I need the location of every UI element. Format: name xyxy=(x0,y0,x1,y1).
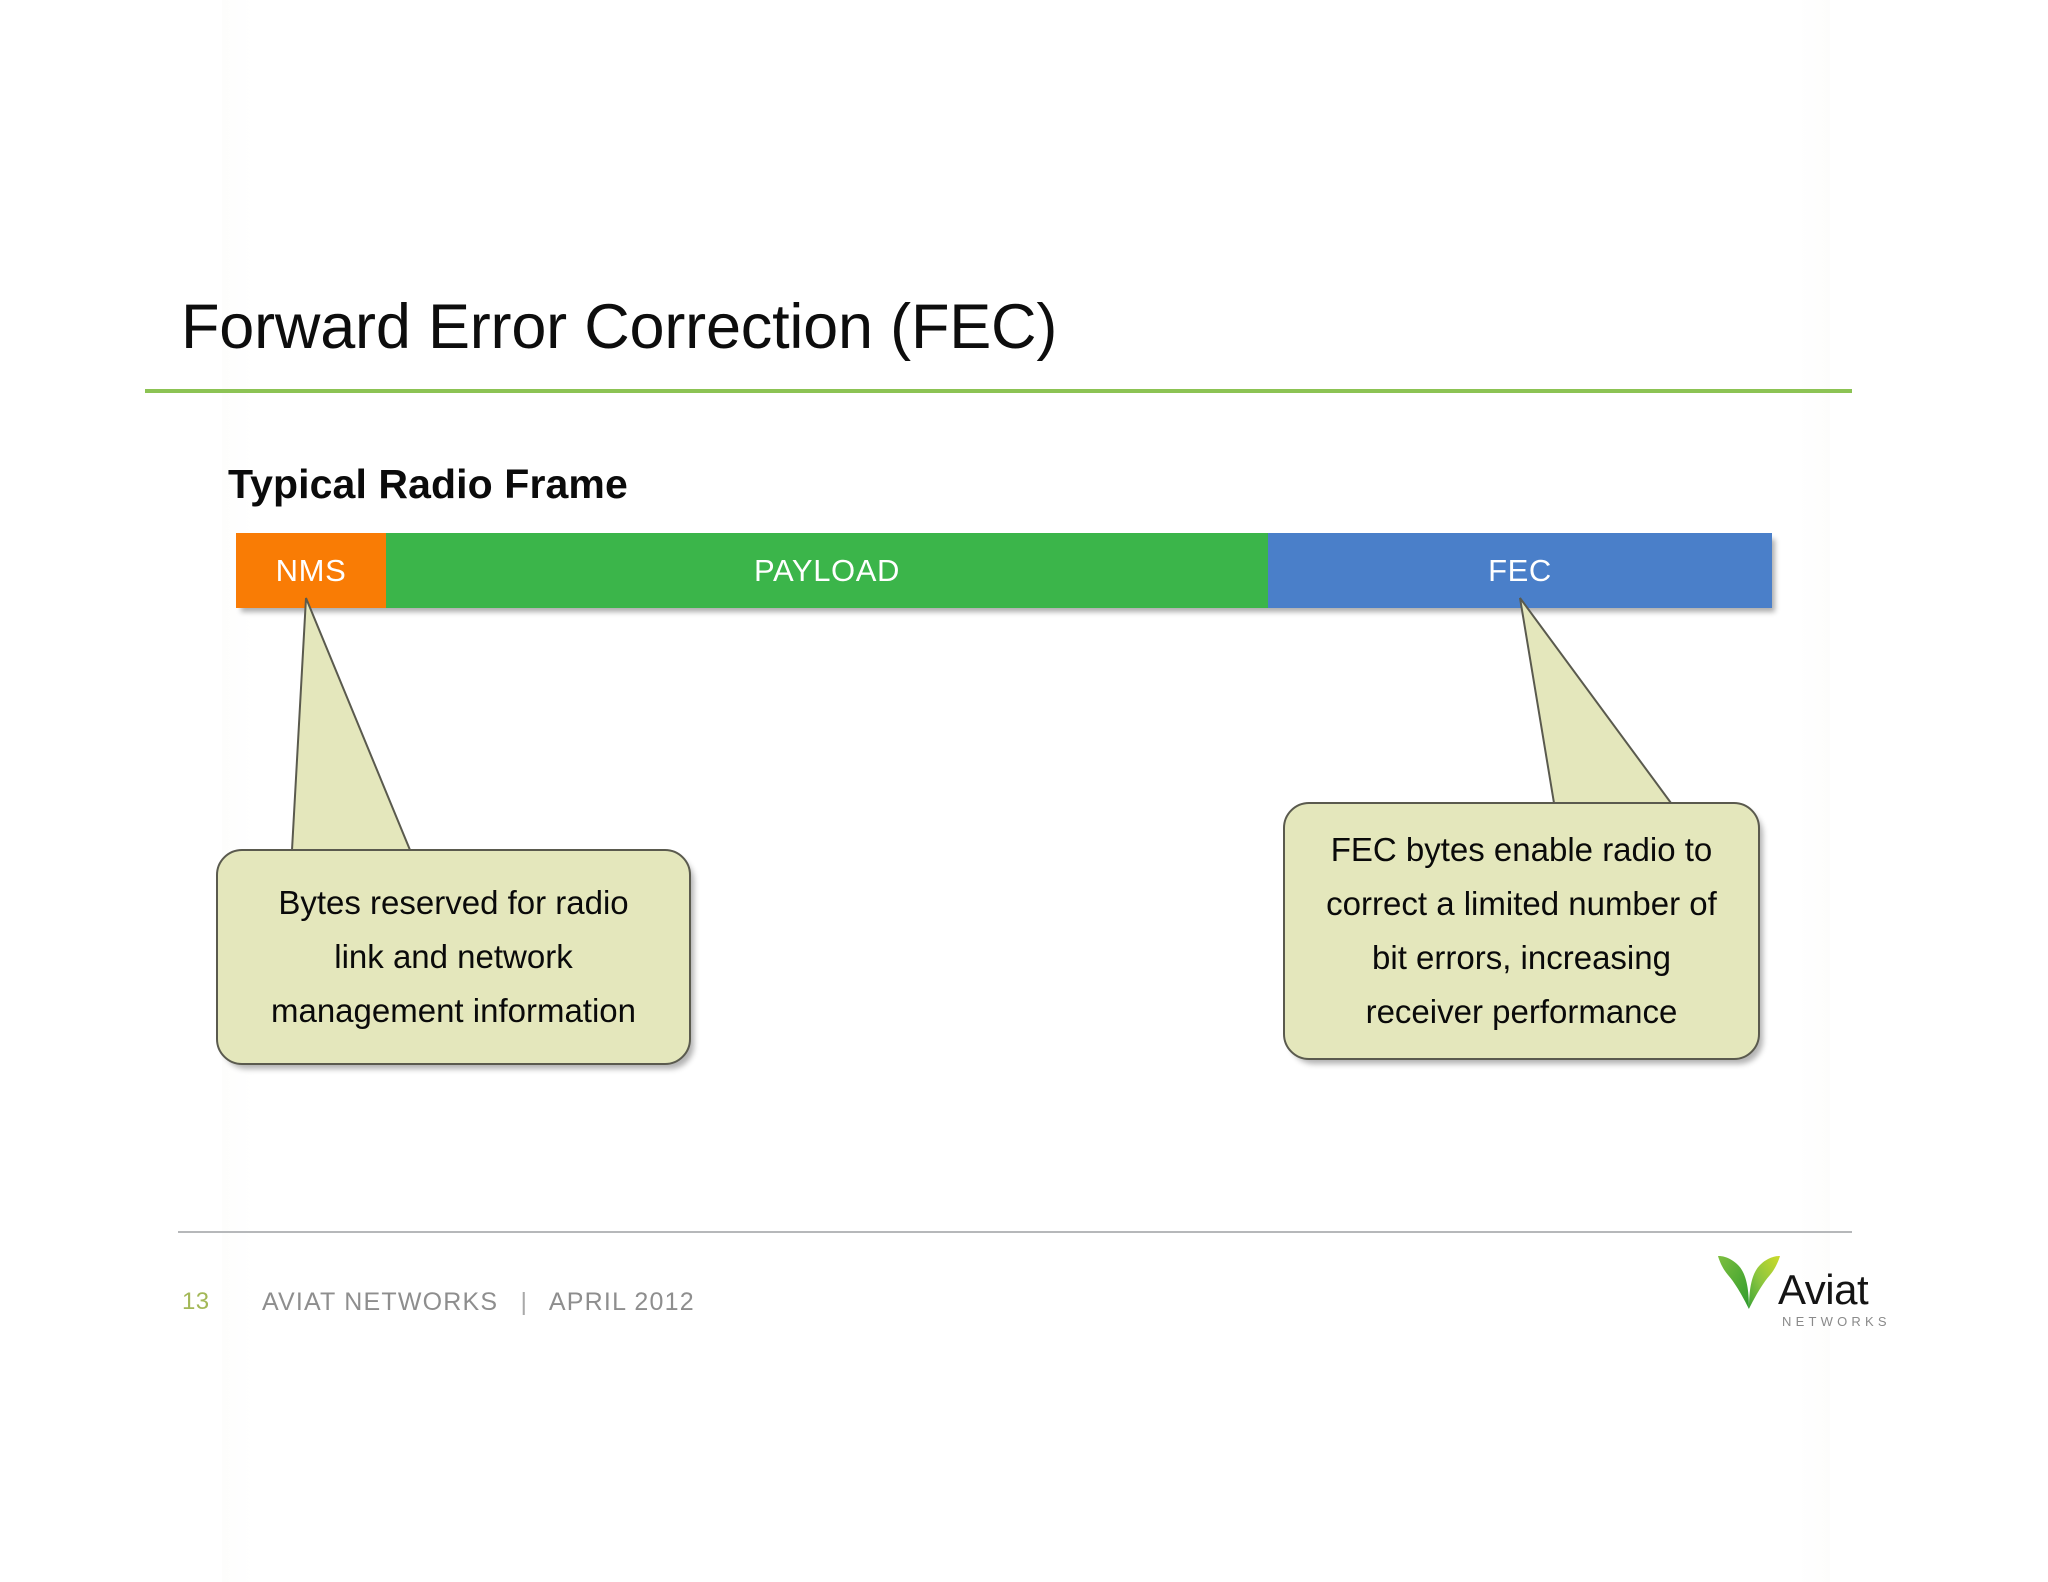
frame-segment-fec-label: FEC xyxy=(1488,552,1552,588)
callout-fec: FEC bytes enable radio to correct a limi… xyxy=(1283,802,1760,1060)
aviat-leaf-icon xyxy=(1718,1255,1780,1309)
callout-nms: Bytes reserved for radio link and networ… xyxy=(216,849,691,1065)
footer-date: APRIL 2012 xyxy=(548,1288,695,1316)
frame-segment-payload: PAYLOAD xyxy=(386,533,1268,608)
footer-separator: | xyxy=(520,1288,529,1316)
footer-company: AVIAT NETWORKS xyxy=(262,1288,499,1316)
callout-nms-line-3: management information xyxy=(270,992,637,1029)
frame-segment-fec: FEC xyxy=(1268,533,1772,608)
frame-segment-nms-label: NMS xyxy=(275,552,347,588)
callout-fec-line-2: correct a limited number of xyxy=(1326,885,1717,922)
section-heading: Typical Radio Frame xyxy=(228,461,628,507)
aviat-logo: Aviat NETWORKS xyxy=(1716,1253,1887,1345)
callout-fec-line-3: bit errors, increasing xyxy=(1372,939,1671,976)
callout-fec-line-4: receiver performance xyxy=(1365,993,1678,1030)
callout-nms-line-1: Bytes reserved for radio xyxy=(278,884,629,921)
page-number: 13 xyxy=(182,1288,210,1315)
radio-frame-bar: NMS PAYLOAD FEC xyxy=(236,533,1772,608)
footer-divider xyxy=(178,1231,1852,1233)
title-underline-rule xyxy=(145,389,1852,393)
page-title: Forward Error Correction (FEC) xyxy=(181,292,1058,362)
callout-fec-line-1: FEC bytes enable radio to xyxy=(1330,831,1713,868)
callout-nms-line-2: link and network xyxy=(334,938,573,975)
frame-segment-nms: NMS xyxy=(236,533,386,608)
footer-meta: AVIAT NETWORKS | APRIL 2012 xyxy=(262,1288,695,1317)
aviat-tagline: NETWORKS xyxy=(1782,1314,1891,1329)
aviat-wordmark: Aviat xyxy=(1778,1266,1869,1313)
frame-segment-payload-label: PAYLOAD xyxy=(753,552,901,588)
callout-left-tail xyxy=(290,597,412,851)
